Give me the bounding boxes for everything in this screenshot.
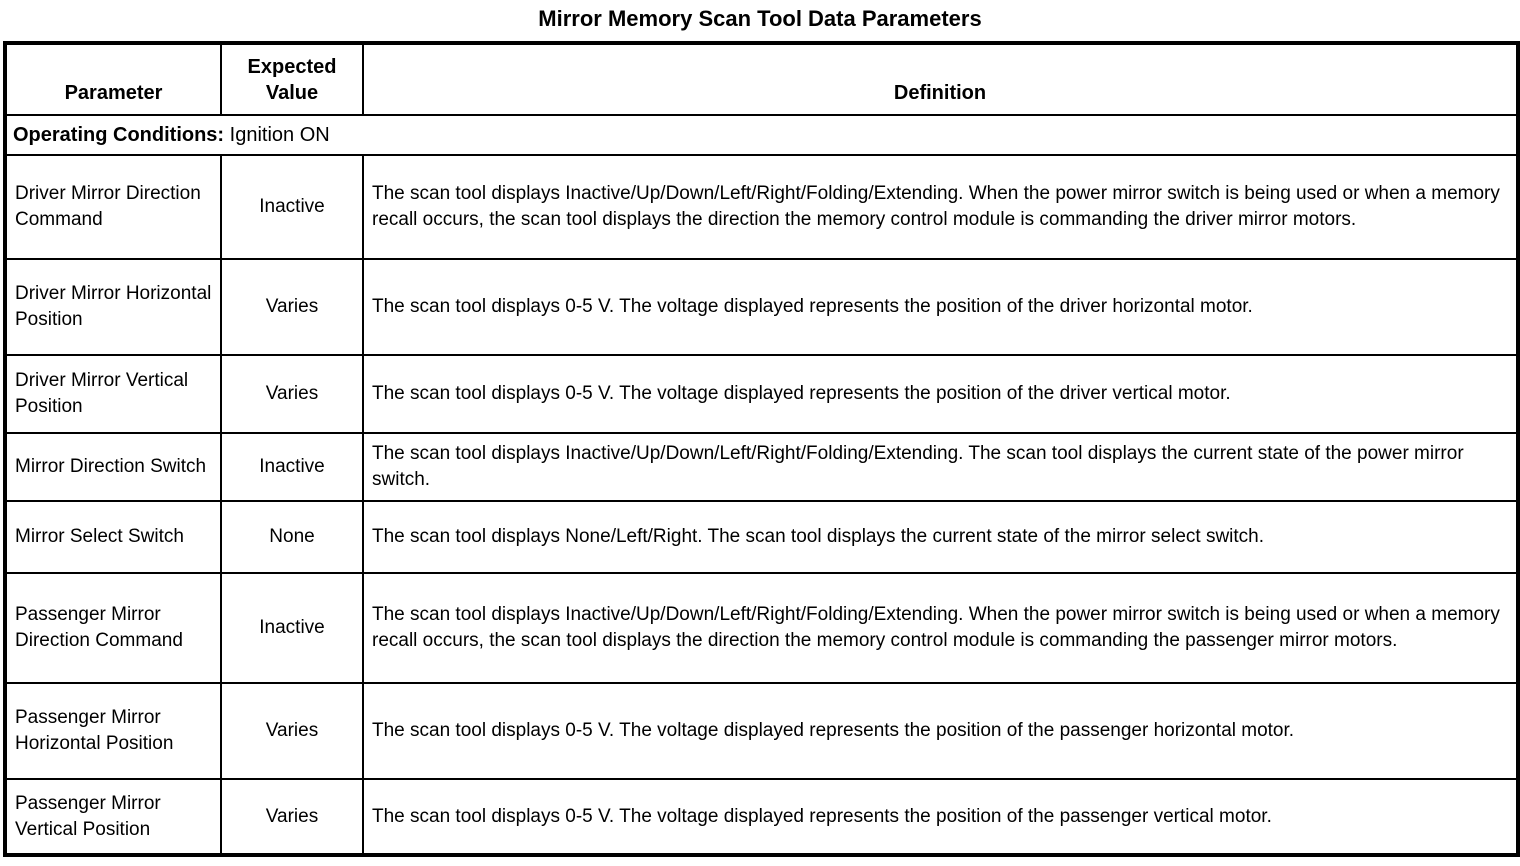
table-row: Mirror Direction Switch Inactive The sca… <box>4 432 1519 502</box>
operating-conditions-value: Ignition ON <box>229 124 330 146</box>
definition-cell: The scan tool displays Inactive/Up/Down/… <box>362 154 1519 260</box>
table-row: Mirror Select Switch None The scan tool … <box>4 500 1519 574</box>
operating-conditions-cell: Operating Conditions: Ignition ON <box>4 114 1519 156</box>
expected-value-cell: Inactive <box>220 432 364 502</box>
parameter-cell: Passenger Mirror Vertical Position <box>4 778 222 856</box>
definition-cell: The scan tool displays 0-5 V. The voltag… <box>362 778 1519 856</box>
definition-cell: The scan tool displays Inactive/Up/Down/… <box>362 572 1519 684</box>
parameter-cell: Driver Mirror Direction Command <box>4 154 222 260</box>
expected-value-cell: Inactive <box>220 572 364 684</box>
column-header-parameter: Parameter <box>4 42 222 116</box>
definition-cell: The scan tool displays 0-5 V. The voltag… <box>362 258 1519 356</box>
definition-cell: The scan tool displays Inactive/Up/Down/… <box>362 432 1519 502</box>
table-row: Passenger Mirror Horizontal Position Var… <box>4 682 1519 780</box>
table-row: Passenger Mirror Vertical Position Varie… <box>4 778 1519 856</box>
table-row: Driver Mirror Vertical Position Varies T… <box>4 354 1519 434</box>
expected-value-cell: Varies <box>220 682 364 780</box>
parameter-cell: Driver Mirror Vertical Position <box>4 354 222 434</box>
parameter-cell: Mirror Direction Switch <box>4 432 222 502</box>
scan-tool-parameters-table: Parameter Expected Value Definition Oper… <box>3 41 1520 857</box>
table-row: Driver Mirror Horizontal Position Varies… <box>4 258 1519 356</box>
expected-value-cell: None <box>220 500 364 574</box>
expected-value-cell: Varies <box>220 258 364 356</box>
parameter-cell: Passenger Mirror Horizontal Position <box>4 682 222 780</box>
table-header-row: Parameter Expected Value Definition <box>4 42 1519 116</box>
definition-cell: The scan tool displays 0-5 V. The voltag… <box>362 682 1519 780</box>
table-row: Driver Mirror Direction Command Inactive… <box>4 154 1519 260</box>
page-title: Mirror Memory Scan Tool Data Parameters <box>538 6 982 31</box>
parameter-cell: Mirror Select Switch <box>4 500 222 574</box>
parameter-cell: Passenger Mirror Direction Command <box>4 572 222 684</box>
expected-value-cell: Inactive <box>220 154 364 260</box>
expected-value-cell: Varies <box>220 354 364 434</box>
operating-conditions-label: Operating Conditions: <box>13 124 225 146</box>
expected-value-cell: Varies <box>220 778 364 856</box>
table-body: Driver Mirror Direction Command Inactive… <box>4 154 1519 856</box>
column-header-expected-value: Expected Value <box>220 42 364 116</box>
definition-cell: The scan tool displays 0-5 V. The voltag… <box>362 354 1519 434</box>
column-header-definition: Definition <box>362 42 1519 116</box>
table-row: Passenger Mirror Direction Command Inact… <box>4 572 1519 684</box>
parameter-cell: Driver Mirror Horizontal Position <box>4 258 222 356</box>
definition-cell: The scan tool displays None/Left/Right. … <box>362 500 1519 574</box>
operating-conditions-row: Operating Conditions: Ignition ON <box>4 114 1519 156</box>
